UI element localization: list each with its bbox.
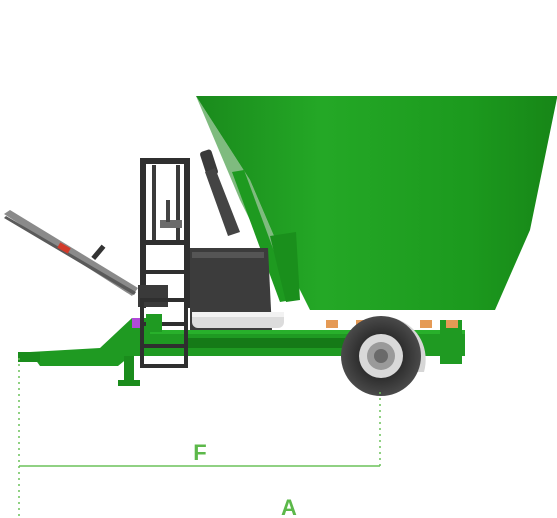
wheel [341,316,421,396]
dimension-a-label: A [281,495,297,518]
dimension-lines [18,358,381,518]
operator-platform [140,158,190,308]
loading-chute [200,149,300,302]
dimension-f-label: F [193,440,206,465]
gearbox-housing [190,248,284,330]
hitch-arm [4,210,168,307]
access-steps [140,298,188,368]
